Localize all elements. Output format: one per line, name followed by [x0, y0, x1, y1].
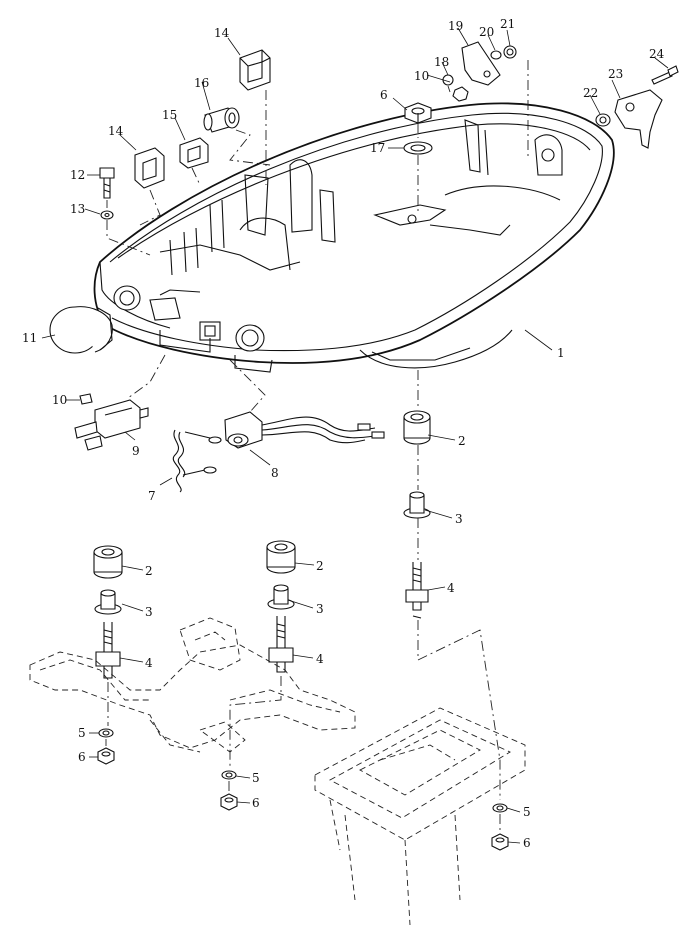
washer-part-13 — [100, 210, 114, 220]
bushing-part — [203, 107, 240, 133]
washer-nut-right — [491, 803, 509, 851]
callout-13: 13 — [70, 202, 85, 216]
bottom-cowl-part — [93, 102, 615, 373]
callout-7: 7 — [148, 489, 156, 503]
plug-cap-part — [49, 306, 113, 354]
callout-14: 14 — [214, 26, 230, 40]
washer-part-17 — [403, 141, 433, 155]
callout-10: 10 — [414, 69, 429, 83]
fuel-connector-part-9 — [74, 393, 149, 451]
callout-20: 20 — [479, 25, 494, 39]
callout-2: 2 — [458, 434, 466, 448]
callout-4: 4 — [447, 581, 455, 595]
callout-24: 24 — [649, 47, 665, 61]
callout-19: 19 — [448, 19, 463, 33]
mounting-plate-outline — [314, 707, 526, 926]
mount-stack-right — [403, 410, 431, 619]
assembly-centerlines — [105, 60, 529, 832]
callout-14: 14 — [108, 124, 124, 138]
callout-8: 8 — [271, 466, 279, 480]
callout-leaders — [41, 27, 669, 844]
grommet-part-15 — [179, 137, 209, 169]
callout-4: 4 — [316, 652, 324, 666]
callout-6: 6 — [380, 88, 388, 102]
callout-6: 6 — [523, 836, 531, 850]
small-parts-top-right — [442, 45, 517, 102]
callout-3: 3 — [145, 605, 153, 619]
callout-3: 3 — [455, 512, 463, 526]
callout-17: 17 — [370, 141, 385, 155]
callout-6: 6 — [78, 750, 86, 764]
callout-9: 9 — [132, 444, 140, 458]
callout-5: 5 — [523, 805, 531, 819]
mount-stack-middle — [266, 540, 296, 673]
grommet-part-top — [239, 49, 271, 91]
stop-switch-part-8 — [224, 411, 385, 449]
grommet-part-left — [134, 147, 165, 189]
callout-11: 11 — [22, 331, 37, 345]
mount-stack-left — [93, 545, 123, 679]
callout-1: 1 — [557, 346, 565, 360]
callout-12: 12 — [70, 168, 85, 182]
callout-10: 10 — [52, 393, 67, 407]
nut-part-top — [404, 102, 432, 124]
callout-21: 21 — [500, 17, 515, 31]
callout-22: 22 — [583, 86, 598, 100]
callout-23: 23 — [608, 67, 623, 81]
lever-assembly — [595, 65, 679, 149]
callout-18: 18 — [434, 55, 449, 69]
swivel-bracket-outline — [29, 617, 356, 753]
callout-5: 5 — [78, 726, 86, 740]
callout-6: 6 — [252, 796, 260, 810]
washer-nut-left — [97, 728, 115, 765]
callout-15: 15 — [162, 108, 177, 122]
washer-nut-middle — [220, 770, 238, 811]
callout-16: 16 — [194, 76, 209, 90]
callout-2: 2 — [145, 564, 153, 578]
callout-labels: 1 2 3 4 2 3 4 2 3 4 5 6 5 6 5 6 6 17 11 … — [22, 17, 665, 850]
kill-switch-lanyard-part-7 — [172, 429, 222, 493]
callout-4: 4 — [145, 656, 153, 670]
callout-5: 5 — [252, 771, 260, 785]
bracket-part-19 — [461, 41, 501, 86]
bolt-part-12 — [99, 167, 115, 199]
callout-2: 2 — [316, 559, 324, 573]
callout-3: 3 — [316, 602, 324, 616]
